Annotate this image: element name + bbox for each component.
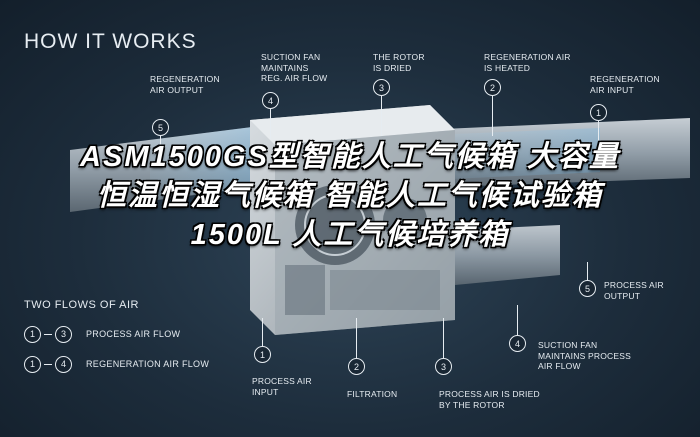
label-filtration: FILTRATION [347, 389, 398, 399]
leader-line [587, 262, 588, 280]
flow-label: PROCESS AIR FLOW [86, 329, 181, 339]
leader-line [492, 96, 493, 136]
label-rotor-dried: THE ROTOR IS DRIED [373, 52, 425, 73]
overlay-caption: ASM1500GS型智能人工气候箱 大容量恒温恒湿气候箱 智能人工气候试验箱15… [80, 141, 620, 251]
flow-from-badge: 1 [24, 355, 41, 373]
flow-dash [44, 363, 52, 365]
flow-to-badge: 4 [55, 355, 72, 373]
leader-line [262, 318, 263, 346]
main-unit [250, 105, 455, 335]
process-duct [455, 225, 560, 285]
right-duct [420, 118, 690, 188]
label-regeneration-air-output: REGENERATION AIR OUTPUT [150, 74, 220, 95]
flow-label: REGENERATION AIR FLOW [86, 359, 210, 369]
callout-4-top: 4 [262, 92, 279, 109]
label-regeneration-air-input: REGENERATION AIR INPUT [590, 74, 660, 95]
label-process-air-dried: PROCESS AIR IS DRIED BY THE ROTOR [439, 389, 540, 410]
flow-row-process: 1 3 PROCESS AIR FLOW [24, 324, 180, 344]
fan [383, 198, 427, 242]
leader-line [270, 109, 271, 139]
callout-3-top: 3 [373, 79, 390, 96]
label-suction-fan-process: SUCTION FAN MAINTAINS PROCESS AIR FLOW [538, 340, 631, 371]
callout-2-bottom: 2 [348, 358, 365, 375]
leader-line [517, 305, 518, 335]
left-duct [70, 125, 268, 212]
callout-3-bottom: 3 [435, 358, 452, 375]
rotor-wheel [295, 185, 375, 265]
leader-line [381, 96, 382, 136]
flow-row-regeneration: 1 4 REGENERATION AIR FLOW [24, 354, 209, 374]
flow-from-badge: 1 [24, 325, 41, 343]
leader-line [356, 318, 357, 358]
flow-to-badge: 3 [55, 325, 72, 343]
label-process-air-output: PROCESS AIR OUTPUT [604, 280, 664, 301]
leader-line [160, 136, 161, 156]
callout-5-top: 5 [152, 119, 169, 136]
callout-1-bottom: 1 [254, 346, 271, 363]
callout-1-top: 1 [590, 104, 607, 121]
flow-dash [44, 333, 52, 335]
page-title: HOW IT WORKS [24, 30, 197, 53]
label-suction-fan-reg: SUCTION FAN MAINTAINS REG. AIR FLOW [261, 52, 328, 83]
flows-title: TWO FLOWS OF AIR [24, 299, 139, 311]
callout-4-bottom: 4 [509, 335, 526, 352]
label-process-air-input: PROCESS AIR INPUT [252, 376, 312, 397]
leader-line [598, 121, 599, 141]
callout-2-top: 2 [484, 79, 501, 96]
label-regeneration-heated: REGENERATION AIR IS HEATED [484, 52, 571, 73]
callout-5-bottom: 5 [579, 280, 596, 297]
leader-line [443, 318, 444, 358]
